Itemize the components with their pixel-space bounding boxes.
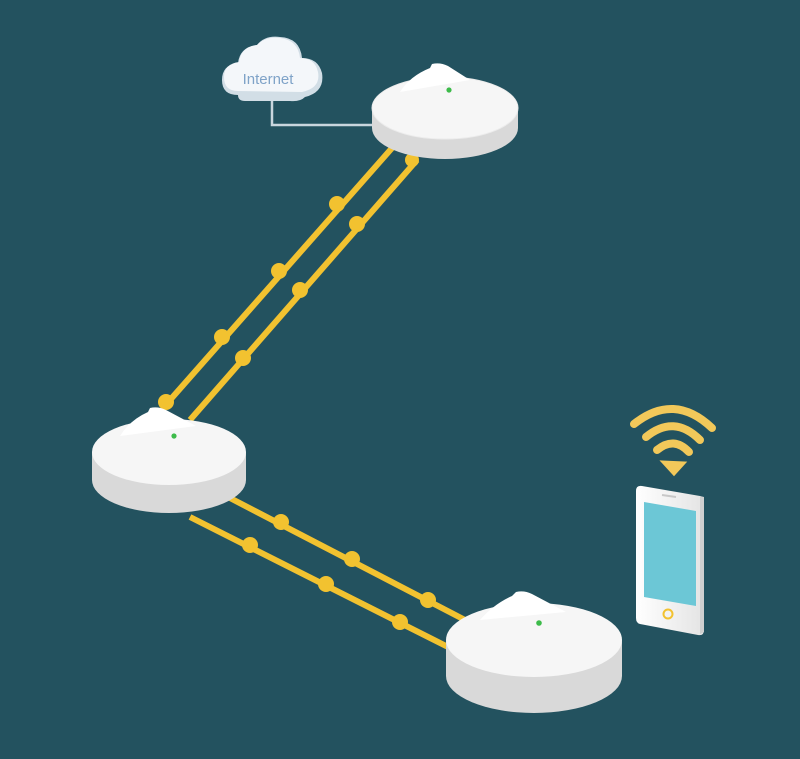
- node-top: [92, 419, 246, 485]
- phone-home-button: [662, 608, 674, 620]
- cloud-label: Internet: [243, 71, 295, 88]
- wifi-arc-middle: [642, 422, 704, 444]
- status-led: [536, 620, 542, 626]
- link-dot: [405, 153, 419, 167]
- smartphone-icon: [636, 485, 704, 636]
- link-dot: [271, 263, 287, 279]
- link-dot: [292, 282, 308, 298]
- mesh-router-icon: [446, 591, 622, 713]
- link-dot: [420, 592, 436, 608]
- wifi-arc-outer: [630, 405, 716, 432]
- link-dot: [344, 551, 360, 567]
- link-dot: [235, 350, 251, 366]
- link-dot: [329, 196, 345, 212]
- backhaul-link-middle-bottom: [188, 495, 467, 651]
- wifi-point: [659, 460, 688, 477]
- cloud-body: [224, 37, 319, 92]
- wifi-arc-inner: [653, 439, 693, 456]
- phone-screen: [644, 502, 696, 606]
- internet-link-line: [270, 92, 378, 127]
- backhaul-link-top-middle: [158, 146, 420, 422]
- node-top: [446, 603, 622, 677]
- node-top: [372, 77, 518, 139]
- wifi-signal-icon: [630, 405, 716, 477]
- phone-speaker: [661, 494, 677, 498]
- link-dot: [318, 576, 334, 592]
- link-dot: [392, 614, 408, 630]
- node-logo-fold: [120, 407, 196, 436]
- mesh-router-icon: [371, 63, 519, 159]
- cloud-icon: Internet: [222, 36, 323, 102]
- link-dot: [214, 329, 230, 345]
- status-led: [446, 87, 452, 93]
- link-dot: [158, 394, 174, 410]
- link-dot: [349, 216, 365, 232]
- node-logo-fold: [480, 591, 566, 620]
- status-led: [171, 433, 177, 439]
- node-logo-fold: [400, 63, 470, 92]
- link-dot: [242, 537, 258, 553]
- mesh-router-icon: [92, 407, 246, 513]
- link-dot: [273, 514, 289, 530]
